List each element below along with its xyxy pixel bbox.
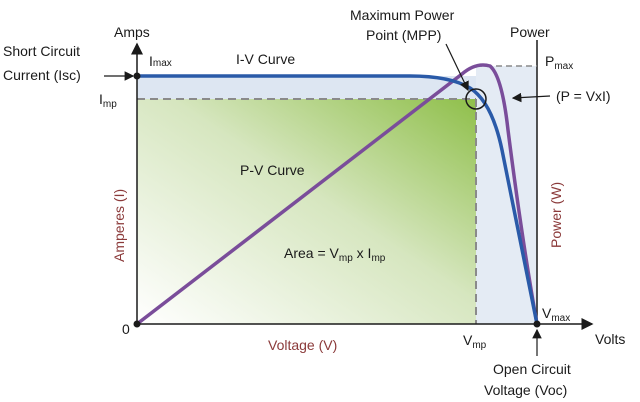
pvi-label: (P = VxI) [556, 88, 611, 104]
short-circuit-label-2: Current (Isc) [3, 67, 81, 83]
pmax-label: Pmax [545, 53, 573, 72]
mpp-label: Maximum Power [350, 7, 455, 23]
voc-point [533, 320, 541, 328]
mpp-label-2: Point (MPP) [366, 27, 441, 43]
power-title: Power [510, 24, 550, 40]
origin-label: 0 [122, 321, 130, 337]
amps-title: Amps [114, 24, 150, 40]
origin-point [133, 320, 141, 328]
iv-curve [137, 74, 539, 325]
pv-curve [135, 63, 539, 326]
vmax-label: Vmax [542, 305, 570, 324]
pvi-arrow [511, 92, 551, 103]
open-circuit-label: Open Circuit [493, 361, 571, 377]
area-label: Area = Vmp x Imp [284, 245, 386, 264]
area-region [137, 99, 476, 324]
imax-label: Imax [149, 53, 172, 69]
voltage-axis-label: Voltage (V) [268, 337, 337, 353]
iv-curve-label: I-V Curve [236, 51, 295, 67]
volts-title: Volts [595, 331, 625, 347]
pv-curve-label: P-V Curve [240, 162, 305, 178]
short-circuit-label: Short Circuit [3, 43, 80, 59]
mpp-marker [465, 88, 487, 110]
isc-point [133, 72, 141, 80]
mpp-arrow [445, 43, 469, 92]
open-circuit-label-2: Voltage (Voc) [484, 382, 567, 398]
power-axis-label: Power (W) [548, 182, 564, 248]
vmp-label: Vmp [463, 332, 487, 351]
amperes-axis-label: Amperes (I) [111, 189, 127, 262]
imp-label: Imp [99, 91, 117, 110]
